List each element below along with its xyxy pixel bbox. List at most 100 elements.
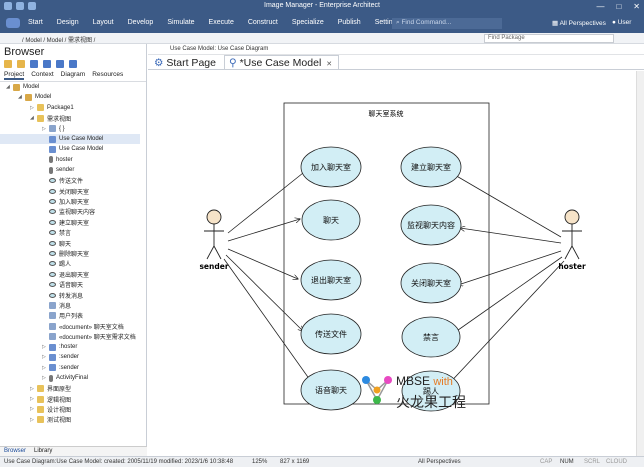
tab-context[interactable]: Context [31, 71, 54, 78]
use-case-create-room[interactable] [400, 146, 462, 188]
perspectives-button[interactable]: ▦ All Perspectives [552, 19, 606, 27]
tree-expander-icon[interactable]: ▷ [30, 396, 34, 402]
tree-item[interactable]: hoster [0, 155, 73, 165]
tab-diagram[interactable]: Diagram [60, 71, 86, 78]
tab-start-page[interactable]: ⚙ Start Page [150, 56, 222, 69]
use-case-monitor-chat[interactable] [400, 204, 462, 246]
use-case-voice-chat[interactable] [300, 369, 362, 411]
association-sender-join[interactable] [227, 169, 308, 234]
user-menu[interactable]: ● User [612, 19, 631, 26]
tree-expander-icon[interactable]: ◢ [18, 94, 22, 101]
tree-item[interactable]: Use Case Model [0, 144, 103, 154]
tree-expander-icon[interactable]: ▷ [42, 344, 46, 350]
tab-browser[interactable]: Browser [4, 448, 27, 454]
tree-item[interactable]: ▷Package1 [0, 103, 74, 113]
tree-item[interactable]: ◢Model [0, 92, 51, 102]
menu-settings[interactable]: Settings [374, 19, 400, 26]
tree-item[interactable]: 删除聊天室 [0, 248, 89, 258]
tab-project[interactable]: Project [4, 71, 25, 80]
association-hoster-mute[interactable] [451, 256, 563, 335]
tab-library[interactable]: Library [34, 448, 53, 454]
tree-item[interactable]: ◢需求视图 [0, 113, 71, 123]
menu-simulate[interactable]: Simulate [167, 19, 195, 26]
tree-item[interactable]: Use Case Model [0, 134, 140, 144]
use-case-join-room[interactable] [300, 146, 362, 188]
tree-item[interactable]: 关闭聊天室 [0, 186, 89, 196]
tree-item[interactable]: «document» 聊天室文档 [0, 321, 124, 331]
tree-item[interactable]: ▷:sender [0, 363, 79, 373]
tree-item[interactable]: ▷:hoster [0, 342, 77, 352]
tree-item[interactable]: ▷测试视图 [0, 415, 71, 425]
tree-item[interactable]: 禁言 [0, 228, 71, 238]
tree-item[interactable]: sender [0, 165, 74, 175]
tab-use-case-model[interactable]: ⚲ *Use Case Model✕ [223, 55, 340, 69]
association-sender-file[interactable] [225, 254, 303, 331]
status-perspective[interactable]: All Perspectives [418, 459, 461, 465]
tree-item[interactable]: 消息 [0, 300, 71, 310]
association-sender-exit[interactable] [227, 248, 298, 279]
tree-item[interactable]: 转发消息 [0, 290, 83, 300]
use-case-close-room[interactable] [400, 262, 462, 304]
new-diagram-icon[interactable] [30, 60, 38, 68]
tree-item[interactable]: 退出聊天室 [0, 269, 89, 279]
tree-item[interactable]: ▷逻辑视图 [0, 394, 71, 404]
actor-hoster[interactable] [562, 209, 582, 260]
tree-item[interactable]: 传送文件 [0, 176, 83, 186]
status-zoom[interactable]: 125% [252, 459, 268, 465]
tree-item[interactable]: 监视聊天内容 [0, 207, 95, 217]
use-case-mute[interactable] [401, 316, 461, 358]
find-package-input[interactable]: Find Package [484, 34, 614, 43]
use-case-chat[interactable] [301, 199, 361, 241]
tree-item[interactable]: 建立聊天室 [0, 217, 89, 227]
menu-execute[interactable]: Execute [208, 19, 234, 26]
association-hoster-monitor[interactable] [460, 228, 562, 244]
redo-icon[interactable] [28, 2, 36, 10]
use-case-exit-room[interactable] [300, 259, 362, 301]
menu-start[interactable]: Start [28, 19, 43, 26]
tree-expander-icon[interactable]: ◢ [30, 115, 34, 122]
tree-item[interactable]: ▷{ } [0, 124, 65, 134]
tree-item[interactable]: 聊天 [0, 238, 71, 248]
menu-layout[interactable]: Layout [92, 19, 114, 26]
tree-expander-icon[interactable]: ◢ [6, 84, 10, 90]
tree-expander-icon[interactable]: ▷ [30, 104, 34, 111]
tree-item[interactable]: 踢人 [0, 259, 71, 269]
association-hoster-kick[interactable] [444, 260, 565, 389]
tree-expander-icon[interactable]: ▷ [30, 416, 34, 423]
menu-develop[interactable]: Develop [127, 19, 154, 26]
move-up-icon[interactable] [43, 60, 51, 68]
find-command-input[interactable]: ⌕ Find Command... [392, 18, 502, 29]
tree-expander-icon[interactable]: ▷ [42, 354, 46, 361]
tree-expander-icon[interactable]: ▷ [30, 406, 34, 413]
tree-item[interactable]: ◢Model [0, 82, 39, 92]
tree-item[interactable]: 语音聊天 [0, 280, 83, 290]
tree-item[interactable]: ▷设计视图 [0, 404, 71, 414]
close-tab-icon[interactable]: ✕ [326, 61, 333, 68]
tree-item[interactable]: «document» 聊天室需求文档 [0, 332, 136, 342]
menu-publish[interactable]: Publish [337, 19, 361, 26]
use-case-transfer-file[interactable] [300, 313, 362, 355]
app-logo-icon[interactable] [6, 18, 20, 28]
close-button[interactable]: ✕ [633, 2, 640, 11]
use-case-kick[interactable] [401, 370, 461, 412]
tree-item[interactable]: ▷ActivityFinal [0, 373, 88, 383]
breadcrumb[interactable]: / Model / Model / 需求视图 / [22, 38, 96, 44]
tree-item[interactable]: ▷:sender [0, 352, 79, 362]
tree-item[interactable]: 用户列表 [0, 311, 83, 321]
diagram-canvas[interactable]: 聊天室系统 [148, 71, 636, 456]
menu-construct[interactable]: Construct [247, 19, 278, 26]
tree-expander-icon[interactable]: ▷ [42, 364, 46, 371]
tree-expander-icon[interactable]: ▷ [42, 375, 46, 382]
association-hoster-close[interactable] [458, 250, 562, 285]
tab-resources[interactable]: Resources [92, 71, 124, 78]
minimize-button[interactable]: — [596, 2, 605, 11]
new-package-icon[interactable] [4, 60, 12, 68]
association-hoster-create[interactable] [448, 171, 562, 238]
move-down-icon[interactable] [56, 60, 64, 68]
association-sender-voice[interactable] [223, 258, 315, 387]
tree-expander-icon[interactable]: ▷ [30, 385, 34, 392]
tree-item[interactable]: 加入聊天室 [0, 196, 89, 206]
undo-icon[interactable] [16, 2, 24, 10]
menu-specialize[interactable]: Specialize [291, 19, 324, 26]
tree-item[interactable]: ▷界面原型 [0, 384, 71, 394]
